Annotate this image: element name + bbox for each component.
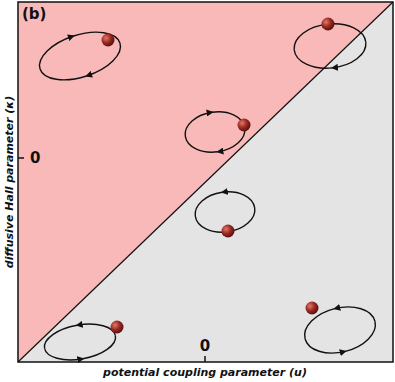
orbit	[42, 319, 119, 365]
plot-frame	[18, 2, 393, 362]
orbit	[183, 108, 248, 156]
orbit	[300, 300, 381, 360]
phase-boundary	[18, 2, 393, 362]
axis-zero: 0	[200, 337, 210, 355]
axis-zero: 0	[30, 149, 40, 167]
panel-label: (b)	[22, 5, 46, 23]
axis-title: diffusive Hall parameter (κ)	[3, 96, 16, 268]
particle	[238, 119, 251, 132]
particle	[222, 225, 235, 238]
particle	[102, 34, 115, 47]
axis-title: potential coupling parameter (u)	[103, 366, 307, 379]
particle	[111, 321, 124, 334]
particle	[322, 18, 335, 31]
pink-region	[18, 2, 393, 362]
orbit	[34, 23, 127, 89]
tick	[204, 356, 206, 362]
particle	[306, 302, 319, 315]
grey-region	[18, 2, 393, 362]
tick	[18, 157, 24, 159]
